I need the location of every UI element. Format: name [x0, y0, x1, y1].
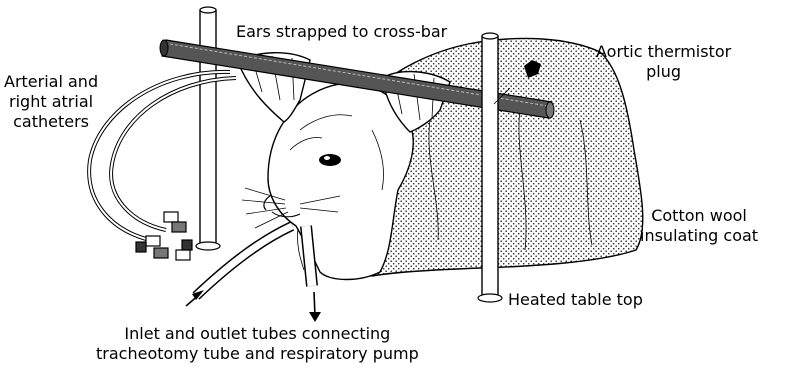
- catheters-label: Arterial and right atrial catheters: [4, 72, 98, 132]
- aortic-thermistor-label: Aortic thermistor plug: [596, 42, 731, 82]
- ears-label: Ears strapped to cross-bar: [236, 22, 447, 42]
- catheter-stopcocks: [136, 212, 192, 260]
- eye: [319, 154, 341, 166]
- tubes-label: Inlet and outlet tubes connecting trache…: [96, 324, 419, 364]
- right-post: [482, 36, 498, 298]
- outlet-arrow: [309, 292, 321, 322]
- heated-table-label: Heated table top: [508, 290, 643, 310]
- cotton-wool-label: Cotton wool insulating coat: [640, 206, 758, 246]
